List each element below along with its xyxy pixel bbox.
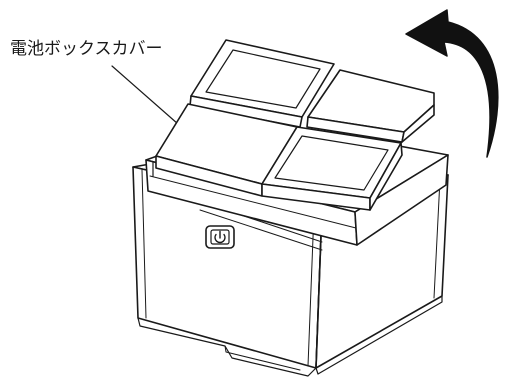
battery-box-cover <box>152 39 435 211</box>
power-icon <box>214 230 226 244</box>
power-button[interactable] <box>205 225 235 249</box>
battery-box-cover-label: 電池ボックスカバー <box>10 39 163 59</box>
leader-line <box>111 65 179 125</box>
rotate-arrow-icon <box>405 9 499 158</box>
